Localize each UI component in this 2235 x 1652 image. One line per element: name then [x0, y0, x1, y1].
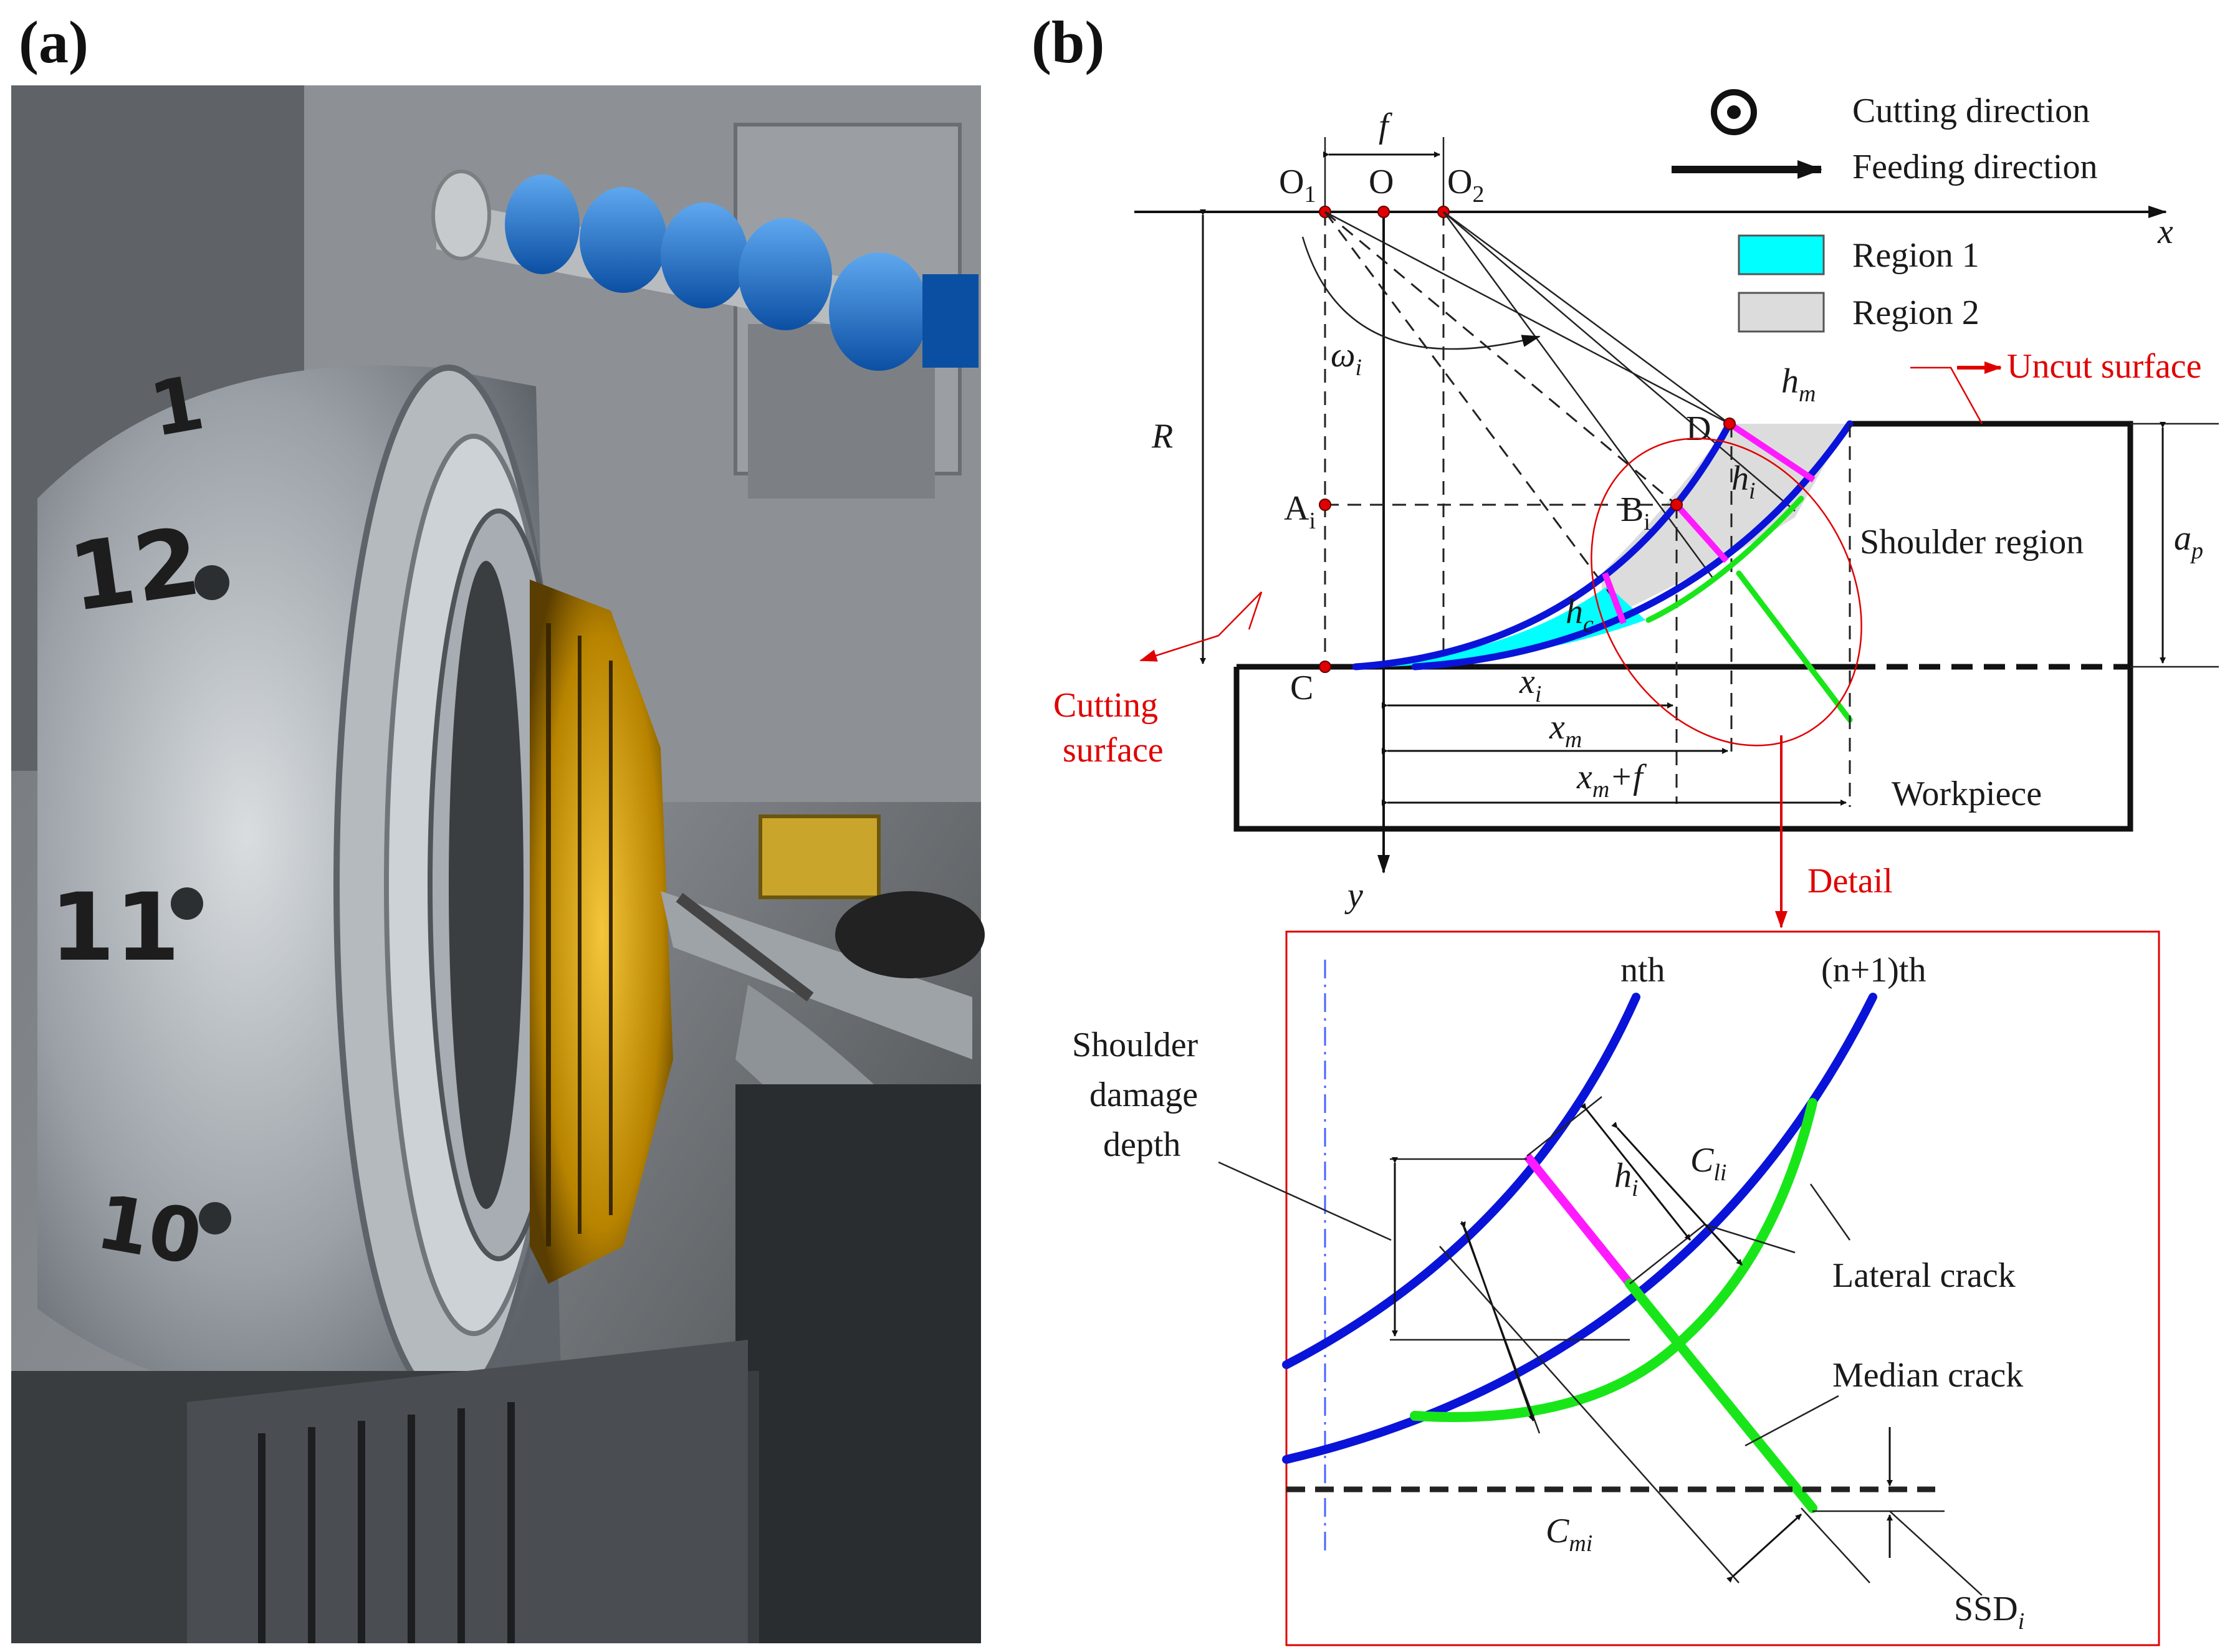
shoulder-region-label: Shoulder region	[1860, 523, 2084, 561]
detail-edge-nth	[1282, 993, 1640, 1369]
labelled-points: Ai Bi C D	[1284, 409, 1736, 707]
workpiece-photo	[530, 580, 673, 1284]
tool-edge-nth	[1352, 420, 1733, 671]
thickness-symbols: hm hi hc	[1566, 362, 1816, 637]
feed-f-label: f	[1379, 107, 1393, 145]
x-i-label: xi	[1519, 662, 1541, 707]
region1-fill	[1356, 586, 1645, 668]
tool-holder	[661, 814, 985, 1643]
svg-text:11: 11	[50, 874, 180, 982]
legend-region2: Region 2	[1852, 294, 1979, 332]
panel-b-label: (b)	[1031, 9, 1104, 75]
cutting-direction-icon	[1711, 89, 1757, 135]
h-c-label: hc	[1566, 593, 1594, 637]
omega-label: ωi	[1331, 336, 1362, 381]
y-axis-label: y	[1344, 876, 1363, 915]
h-m-label: hm	[1781, 362, 1816, 407]
regions	[1356, 424, 1848, 668]
detail-ellipse	[1591, 437, 1862, 747]
depth-of-cut-dimension: ap	[2130, 422, 2219, 668]
panel-a-photo: 1 12 11 10	[11, 85, 985, 1643]
workpiece-label: Workpiece	[1892, 775, 2042, 813]
detail-nth-label: nth	[1620, 951, 1665, 990]
point-A: Ai	[1284, 489, 1316, 534]
cutting-surface-label-2: surface	[1063, 731, 1164, 770]
axes: x y	[1134, 206, 2173, 915]
point-O2: O2	[1447, 163, 1484, 208]
radius-R-label: R	[1151, 417, 1173, 456]
uncut-surface-label: Uncut surface	[2007, 347, 2202, 386]
detail-label: Detail	[1807, 862, 1893, 900]
detail-n1th-label: (n+1)th	[1821, 951, 1926, 990]
x-m-f-label: xm+f	[1576, 758, 1647, 803]
x-axis-label: x	[2157, 212, 2173, 251]
legend-cutting-direction: Cutting direction	[1852, 92, 2090, 130]
a-p-label: ap	[2174, 519, 2203, 564]
x-m-label: xm	[1549, 708, 1582, 753]
shoulder-damage-1: Shoulder	[1072, 1026, 1199, 1064]
svg-text:10: 10	[90, 1179, 208, 1282]
coolant-nozzle	[431, 169, 979, 371]
detail-C-mi-label: Cmi	[1546, 1512, 1592, 1557]
spindle-disc: 1 12 11 10	[37, 360, 570, 1410]
red-annotations: Uncut surface Cutting surface Detail	[1053, 347, 2202, 929]
h-i-label: hi	[1731, 459, 1756, 504]
point-B: Bi	[1620, 490, 1650, 535]
lateral-crack-label: Lateral crack	[1832, 1256, 2016, 1295]
detail-box: nth (n+1)th Shoulder damage depth hi Cli…	[1072, 930, 2160, 1646]
point-O1: O1	[1279, 163, 1316, 208]
point-D: D	[1686, 409, 1711, 448]
cutting-surface-label-1: Cutting	[1053, 686, 1158, 725]
svg-text:12: 12	[63, 507, 207, 633]
cracks	[1645, 495, 1853, 723]
legend-feeding-direction: Feeding direction	[1852, 148, 2097, 186]
shoulder-damage-3: depth	[1103, 1125, 1180, 1164]
thickness-lines	[1602, 421, 1816, 624]
tool-edge-n1th	[1411, 420, 1854, 671]
legend-region1-swatch	[1738, 234, 1825, 275]
construction-lines: ωi	[1301, 211, 1796, 804]
detail-C-li-label: Cli	[1690, 1141, 1726, 1186]
detail-h-i-label: hi	[1614, 1157, 1639, 1201]
panel-a-label: (a)	[19, 9, 89, 75]
legend-region2-swatch	[1738, 292, 1825, 333]
point-C: C	[1290, 669, 1313, 707]
ssd-label: SSDi	[1954, 1590, 2024, 1635]
shoulder-damage-2: damage	[1089, 1076, 1198, 1114]
legend-region1: Region 1	[1852, 236, 1979, 275]
origin-points: f O1 O O2	[1279, 107, 1484, 667]
legend: Cutting direction Feeding direction Regi…	[1672, 89, 2097, 333]
point-O: O	[1369, 163, 1394, 201]
radius-dimension: R	[1151, 209, 1206, 664]
horizontal-dimensions: xi xm xm+f	[1382, 424, 1851, 807]
median-crack-label: Median crack	[1832, 1356, 2023, 1395]
tool-edges	[1352, 420, 1854, 671]
workpiece-block: Workpiece Shoulder region	[1233, 421, 2133, 832]
